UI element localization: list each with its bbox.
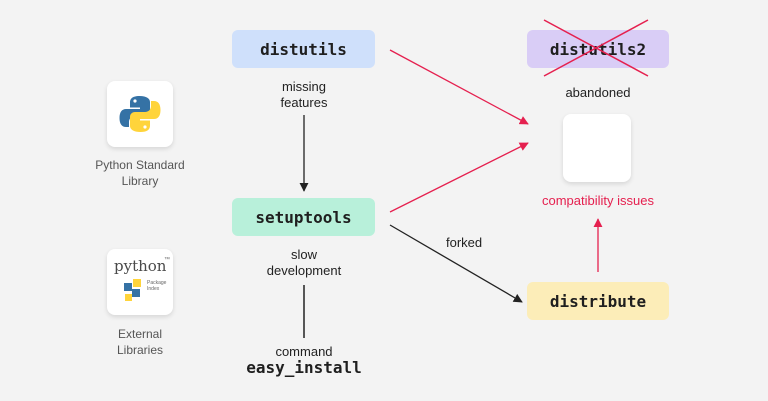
arrow-setuptools-to-compat — [389, 142, 529, 213]
easy-install-label: easy_install — [246, 358, 362, 377]
pypi-logo-sub2: Index — [147, 286, 160, 292]
pypi-logo-card: python ™ Package Index — [107, 249, 173, 315]
stdlib-label: Python Standard Library — [95, 158, 185, 188]
missing-features-line1: missing — [281, 79, 327, 94]
slow-development-label: slow development — [244, 247, 364, 279]
external-libraries-label: External Libraries — [116, 327, 164, 357]
arrow-setuptools-to-distribute — [389, 224, 523, 303]
distribute-node: distribute — [527, 282, 669, 320]
command-label: command — [275, 344, 333, 359]
distutils-node: distutils — [232, 30, 375, 68]
setuptools-node: setuptools — [232, 198, 375, 236]
forked-label: forked — [446, 235, 483, 250]
cross-out-icon — [543, 19, 649, 77]
python-logo-icon — [119, 96, 161, 132]
pypi-logo-sub1: Package — [147, 280, 167, 286]
pypi-logo-tm: ™ — [164, 257, 170, 263]
pypi-logo-word: python — [114, 257, 167, 275]
missing-features-line2: features — [280, 95, 328, 110]
pypi-cubes-icon — [124, 279, 141, 301]
slow-development-line2: development — [266, 263, 342, 278]
slow-development-line1: slow — [290, 247, 317, 262]
compatibility-issues-label: compatibility issues — [542, 193, 654, 208]
python-logo-card — [107, 81, 173, 147]
arrow-distutils-to-compat — [389, 49, 529, 125]
abandoned-label: abandoned — [565, 85, 631, 100]
missing-features-label: missing features — [254, 79, 354, 111]
compatibility-card — [563, 114, 631, 182]
